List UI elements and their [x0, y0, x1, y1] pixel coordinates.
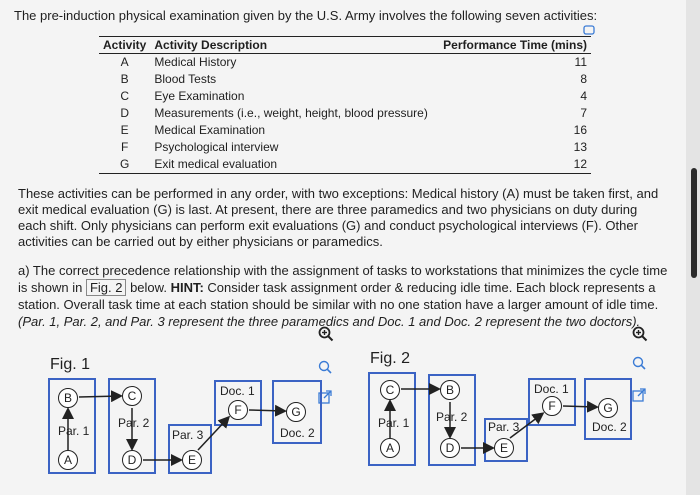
activities-table: Activity Activity Description Performanc… [99, 36, 591, 174]
search-icon[interactable] [632, 356, 648, 372]
activity-code: A [120, 55, 129, 69]
activity-description: Medical Examination [154, 123, 266, 137]
station-doc1 [528, 378, 576, 426]
activity-description: Eye Examination [154, 89, 245, 103]
station-par1 [368, 372, 416, 466]
zoom-in-icon[interactable] [318, 326, 334, 342]
question-part1: a) The correct precedence relationship w… [18, 263, 668, 295]
table-row: G Exit medical evaluation 12 [99, 156, 591, 174]
station-label: Doc. 2 [592, 420, 627, 434]
activity-description: Medical History [154, 55, 237, 69]
expand-icon[interactable] [318, 390, 334, 406]
station-label: Par. 1 [378, 416, 410, 430]
station-label: Par. 2 [118, 416, 150, 430]
search-icon[interactable] [318, 360, 334, 376]
station-doc1 [214, 380, 262, 426]
activity-time: 8 [580, 72, 587, 86]
scrollbar-thumb[interactable] [691, 168, 697, 278]
zoom-in-icon[interactable] [632, 326, 648, 342]
node-a: A [58, 450, 78, 470]
station-par3 [168, 424, 212, 474]
fig2-label: Fig. 2 [370, 350, 411, 367]
arrow [78, 390, 123, 403]
activity-code: G [99, 156, 151, 174]
table-row: D Measurements (i.e., weight, height, bl… [99, 105, 591, 122]
constraints-paragraph: These activities can be performed in any… [18, 186, 659, 249]
activity-description: Exit medical evaluation [150, 156, 437, 174]
station-doc2 [584, 378, 632, 440]
header-activity: Activity [99, 36, 151, 54]
expand-icon[interactable] [632, 388, 648, 404]
question-text: a) The correct precedence relationship w… [18, 262, 668, 330]
fig1-label: Fig. 1 [50, 356, 91, 373]
activity-code: B [120, 72, 129, 86]
activity-description: Psychological interview [154, 140, 279, 154]
roles-note: (Par. 1, Par. 2, and Par. 3 represent th… [18, 314, 641, 329]
header-description: Activity Description [150, 36, 437, 54]
node-f: F [542, 396, 562, 416]
node-c: C [380, 380, 400, 400]
station-doc2 [272, 380, 322, 444]
table-row: A Medical History 11 [99, 54, 591, 72]
activity-time: 16 [573, 123, 587, 137]
hint-label: HINT: [170, 280, 204, 295]
station-label: Doc. 2 [280, 426, 315, 440]
arrow [562, 400, 599, 413]
expand-table-icon[interactable] [583, 25, 595, 38]
table-row: E Medical Examination 16 [99, 122, 591, 139]
question-part2: below. [130, 280, 167, 295]
activity-time: 7 [580, 106, 587, 120]
arrow [197, 415, 231, 451]
header-time: Performance Time (mins) [436, 36, 591, 54]
activity-time: 13 [573, 140, 587, 154]
arrow [509, 412, 545, 439]
station-par3 [484, 418, 528, 462]
node-d: D [440, 438, 460, 458]
activity-time: 4 [580, 89, 587, 103]
activity-code: C [120, 89, 130, 103]
table-header-row: Activity Activity Description Performanc… [99, 36, 591, 54]
node-d: D [122, 450, 142, 470]
activity-description: Blood Tests [154, 72, 217, 86]
intro-text: The pre-induction physical examination g… [14, 8, 598, 23]
activity-code: F [121, 140, 129, 154]
arrow [248, 404, 287, 417]
activity-time: 12 [436, 156, 591, 174]
station-par1 [48, 378, 96, 474]
activity-description: Measurements (i.e., weight, height, bloo… [154, 106, 428, 120]
table-row: F Psychological interview 13 [99, 139, 591, 156]
node-a: A [380, 438, 400, 458]
station-label: Par. 3 [172, 428, 204, 442]
station-label: Doc. 1 [220, 384, 255, 398]
station-label: Par. 2 [436, 410, 468, 424]
station-label: Par. 1 [58, 424, 90, 438]
scrollbar[interactable] [686, 0, 700, 495]
station-label: Par. 3 [488, 420, 520, 434]
station-par2 [108, 378, 156, 474]
node-b: B [58, 388, 78, 408]
station-label: Doc. 1 [534, 382, 569, 396]
station-par2 [428, 374, 476, 466]
hint-text: Consider task assignment order & reducin… [18, 280, 659, 312]
fig-reference: Fig. 2 [85, 279, 127, 296]
table-row: B Blood Tests 8 [99, 71, 591, 88]
activity-code: D [120, 106, 130, 120]
activity-time: 11 [574, 55, 587, 69]
table-row: C Eye Examination 4 [99, 88, 591, 105]
activity-code: E [120, 123, 129, 137]
node-f: F [228, 400, 248, 420]
